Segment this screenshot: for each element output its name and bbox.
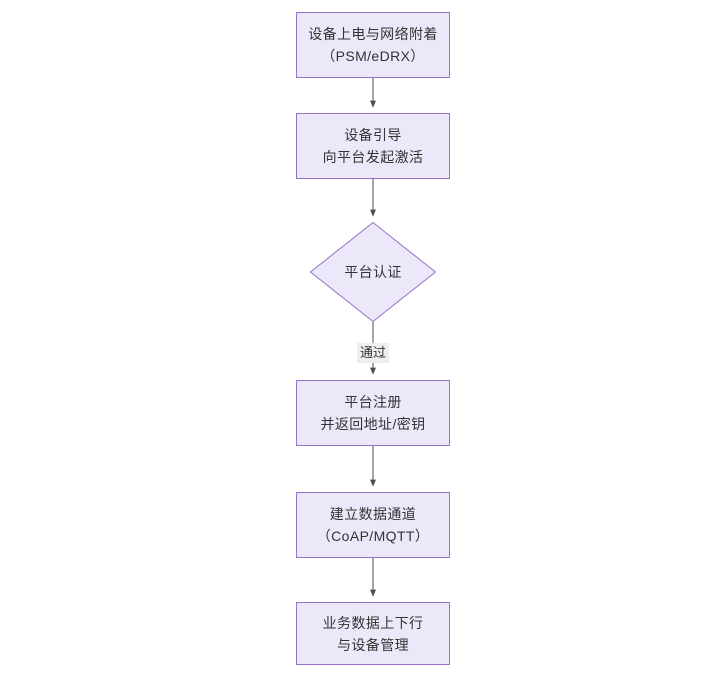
- node-label-line: 设备引导: [344, 127, 402, 143]
- node-label-line: 平台注册: [344, 394, 402, 410]
- node-label-line: 业务数据上下行: [322, 614, 424, 631]
- node-platform-registration[interactable]: 平台注册 并返回地址/密钥: [296, 380, 450, 446]
- node-device-bootstrap[interactable]: 设备引导 向平台发起激活: [296, 113, 450, 179]
- node-label-line: 与设备管理: [337, 636, 409, 653]
- node-label-line: 建立数据通道: [329, 506, 417, 522]
- node-platform-authentication[interactable]: 平台认证: [310, 222, 436, 322]
- node-label-line: （PSM/eDRX）: [321, 48, 425, 64]
- node-business-data-and-device-management[interactable]: 业务数据上下行 与设备管理: [296, 602, 450, 665]
- node-label-line: 平台认证: [344, 264, 402, 280]
- node-establish-data-channel[interactable]: 建立数据通道 （CoAP/MQTT）: [296, 492, 450, 558]
- edge-label-pass: 通过: [356, 343, 390, 363]
- node-label-line: 并返回地址/密钥: [320, 416, 426, 432]
- node-label-line: （CoAP/MQTT）: [316, 528, 430, 544]
- node-device-power-on[interactable]: 设备上电与网络附着 （PSM/eDRX）: [296, 12, 450, 78]
- diamond-shape: [310, 222, 436, 322]
- node-label-line: 设备上电与网络附着: [308, 26, 438, 42]
- node-label-line: 向平台发起激活: [322, 149, 424, 165]
